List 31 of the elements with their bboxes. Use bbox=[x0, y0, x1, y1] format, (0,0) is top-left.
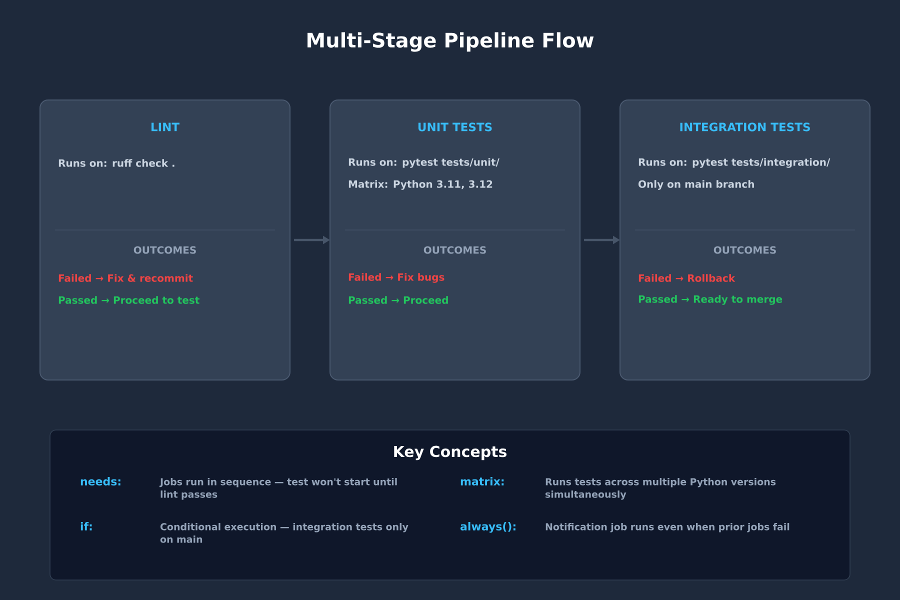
concept-term: matrix: bbox=[460, 477, 504, 486]
concepts-panel bbox=[50, 430, 850, 580]
failed-outcome: Failed → Rollback bbox=[638, 274, 736, 282]
panel-title: Key Concepts bbox=[394, 446, 506, 460]
concept-term: if: bbox=[80, 522, 92, 530]
section-heading: OUTCOMES bbox=[424, 246, 486, 254]
stage-title: INTEGRATION TESTS bbox=[680, 122, 810, 132]
concept-description: Conditional execution — integration tests only on main bbox=[160, 523, 408, 543]
concept-term: always(): bbox=[460, 522, 516, 533]
stage-title: UNIT TESTS bbox=[418, 122, 492, 132]
detail-text: Runs on: pytest tests/unit/ bbox=[348, 158, 500, 168]
stage-title: LINT bbox=[152, 122, 180, 132]
detail-text: Only on main branch bbox=[638, 180, 754, 190]
concept-description: Jobs run in sequence — test won't start until lint passes bbox=[159, 478, 397, 500]
stage-card bbox=[40, 100, 290, 380]
concept-description: Notification job runs even when prior jobs fail bbox=[546, 523, 790, 532]
passed-outcome: Passed → Proceed to test bbox=[58, 296, 200, 304]
failed-outcome: Failed → Fix & recommit bbox=[58, 274, 193, 282]
passed-outcome: Passed → Ready to merge bbox=[638, 295, 782, 305]
failed-outcome: Failed → Fix bugs bbox=[348, 273, 444, 283]
concept-term: needs: bbox=[80, 477, 120, 486]
section-heading: OUTCOMES bbox=[134, 246, 196, 254]
stage-card bbox=[620, 100, 870, 380]
concept-description: Runs tests across multiple Python versions simultaneously bbox=[546, 478, 776, 500]
passed-outcome: Passed → Proceed bbox=[348, 296, 448, 304]
detail-text: Runs on: ruff check . bbox=[58, 159, 174, 167]
stage-card bbox=[330, 100, 580, 380]
diagram-title: Multi-Stage Pipeline Flow bbox=[308, 32, 594, 52]
detail-text: Matrix: Python 3.11, 3.12 bbox=[348, 180, 492, 190]
detail-text: Runs on: pytest tests/integration/ bbox=[638, 158, 830, 168]
section-heading: OUTCOMES bbox=[714, 246, 776, 254]
